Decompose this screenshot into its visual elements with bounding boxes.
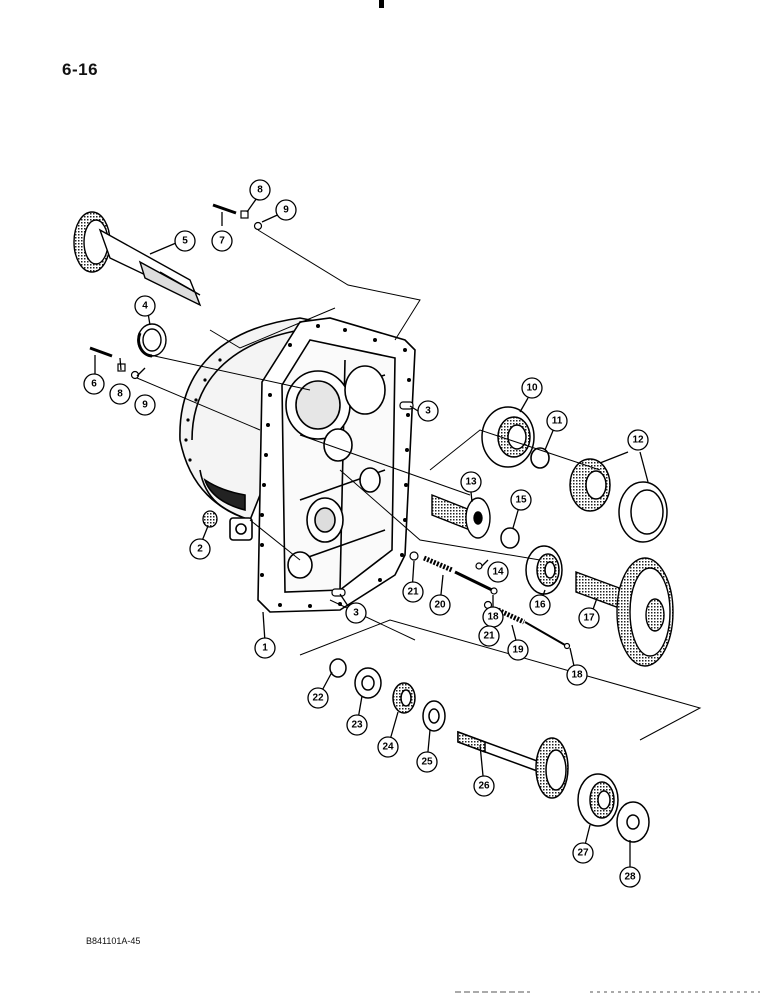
- callout-2: 2: [197, 544, 203, 555]
- callout-9b: 9: [142, 400, 148, 411]
- callout-27: 27: [577, 848, 589, 859]
- callout-6: 6: [91, 379, 97, 390]
- callout-21a: 21: [407, 587, 419, 598]
- lower-shaft-parts: [329, 658, 650, 843]
- callout-17: 17: [583, 613, 595, 624]
- callout-11: 11: [552, 416, 563, 427]
- callout-12: 12: [632, 435, 644, 446]
- dowel-pins-3: [331, 401, 414, 597]
- bearing-12: [569, 458, 668, 543]
- callout-7: 7: [219, 236, 225, 247]
- bolt-washers-top: [212, 203, 263, 231]
- bushing-2: [202, 510, 218, 528]
- top-mark: [379, 0, 384, 8]
- callout-18a: 18: [487, 612, 499, 623]
- callout-21b: 21: [483, 631, 495, 642]
- callout-5: 5: [182, 236, 188, 247]
- callout-28: 28: [624, 872, 636, 883]
- gear-shaft-5: [73, 211, 202, 307]
- washer-15: [500, 527, 520, 549]
- callout-1: 1: [262, 643, 268, 654]
- shaft-13: [431, 493, 491, 539]
- callout-22: 22: [312, 693, 324, 704]
- reference-code: B841101A-45: [86, 936, 141, 946]
- callout-20: 20: [434, 600, 446, 611]
- callout-9a: 9: [283, 205, 289, 216]
- callout-8a: 8: [257, 185, 263, 196]
- leader-lines: [136, 229, 702, 741]
- callout-16: 16: [534, 600, 546, 611]
- callout-18b: 18: [571, 670, 583, 681]
- callout-3a: 3: [425, 406, 431, 417]
- snap-ring-11: [530, 447, 550, 469]
- callout-bubbles: [83, 179, 649, 888]
- callout-23: 23: [351, 720, 363, 731]
- callout-25: 25: [421, 757, 433, 768]
- gear-shaft-17: [575, 557, 674, 667]
- callout-14: 14: [492, 567, 504, 578]
- bearing-16: [525, 545, 563, 595]
- callout-8b: 8: [117, 389, 123, 400]
- callout-15: 15: [515, 495, 527, 506]
- transmission-housing: [179, 317, 416, 613]
- callout-19: 19: [512, 645, 524, 656]
- seal-4: [137, 323, 167, 358]
- callout-24: 24: [382, 742, 394, 753]
- callout-3b: 3: [353, 608, 359, 619]
- bearing-10: [481, 406, 535, 468]
- callout-13: 13: [465, 477, 477, 488]
- page-number: 6-16: [62, 60, 99, 79]
- callout-10: 10: [526, 383, 538, 394]
- callout-26: 26: [478, 781, 490, 792]
- callout-4: 4: [142, 301, 148, 312]
